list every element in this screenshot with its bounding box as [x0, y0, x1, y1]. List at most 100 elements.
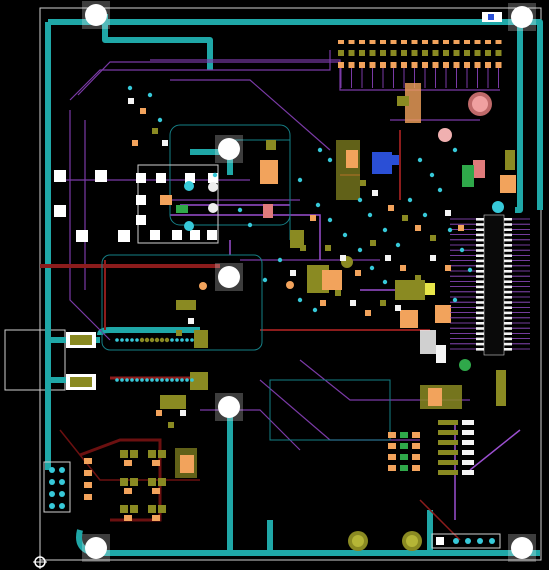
- mounting-hole-icon[interactable]: [508, 534, 536, 562]
- ic-pin: [504, 316, 512, 320]
- header-pad: [443, 62, 449, 68]
- mounting-hole-icon[interactable]: [508, 3, 536, 31]
- pink-component[interactable]: [263, 204, 273, 218]
- header-pad: [474, 40, 481, 44]
- resistor-pad: [130, 450, 138, 458]
- copper-zone-outlines: [101, 124, 391, 441]
- connector-pad[interactable]: [76, 230, 88, 242]
- header-pad: [432, 62, 439, 68]
- connector-pad[interactable]: [54, 170, 66, 182]
- via-icon: [327, 157, 333, 163]
- header-pad: [338, 40, 344, 44]
- header-pad: [411, 40, 418, 44]
- via-icon: [395, 242, 401, 248]
- ic-pin: [504, 342, 512, 346]
- top-right-connector[interactable]: [482, 12, 502, 22]
- ic-pin: [476, 306, 484, 309]
- connector-pad[interactable]: [54, 205, 66, 217]
- ic-pin: [504, 223, 512, 226]
- ic-pin: [504, 322, 512, 325]
- qfp-ic[interactable]: [450, 214, 530, 356]
- via-icon: [357, 247, 363, 253]
- via-icon: [459, 247, 465, 253]
- header-pad: [359, 62, 365, 68]
- via-icon: [237, 207, 243, 213]
- via-icon: [429, 172, 435, 178]
- header-pad: [485, 40, 491, 44]
- resistor-pad: [148, 505, 156, 513]
- pink-component[interactable]: [473, 160, 485, 178]
- resistor-pad: [148, 478, 156, 486]
- header-pad: [453, 62, 460, 68]
- via-icon: [452, 297, 458, 303]
- ic-pin: [504, 290, 512, 294]
- mounting-hole-icon[interactable]: [82, 1, 110, 29]
- ic-pin: [476, 270, 484, 273]
- via-icon: [369, 265, 375, 271]
- header-pad: [453, 50, 460, 56]
- olive-round-pad[interactable]: [406, 535, 418, 547]
- header-pad: [359, 40, 365, 44]
- resistor-pad: [158, 450, 166, 458]
- header-pad: [390, 50, 397, 56]
- left-double-header[interactable]: [43, 461, 71, 513]
- ic-pin: [476, 322, 484, 325]
- left-connector-pads[interactable]: [54, 170, 130, 390]
- header-pad: [359, 50, 365, 56]
- mounting-hole-icon[interactable]: [215, 135, 243, 163]
- olive-round-pad[interactable]: [352, 535, 364, 547]
- ic-pin: [504, 348, 512, 351]
- ic-pin: [476, 327, 484, 330]
- large-round-pads[interactable]: [341, 92, 492, 551]
- board-outline: [4, 7, 542, 561]
- pink-round-pad[interactable]: [438, 128, 452, 142]
- via-icon: [277, 257, 283, 263]
- header-pad: [485, 62, 491, 68]
- header-pad: [422, 40, 428, 44]
- bottom-connector[interactable]: [431, 533, 501, 549]
- via-icon: [184, 181, 194, 191]
- mounting-hole-icon[interactable]: [215, 263, 243, 291]
- via-icon: [208, 203, 218, 213]
- resistor-pad: [158, 478, 166, 486]
- pink-round-pad[interactable]: [472, 96, 488, 112]
- header-pad: [474, 50, 481, 56]
- ic-pin: [476, 254, 484, 257]
- ic-pin: [504, 301, 512, 304]
- header-pad: [443, 50, 449, 56]
- green-round-pad[interactable]: [459, 359, 471, 371]
- resistor-pad: [120, 505, 128, 513]
- header-pad: [390, 62, 397, 68]
- header-pad: [495, 50, 502, 56]
- blue-component[interactable]: [385, 155, 399, 165]
- connector-pad[interactable]: [95, 170, 107, 182]
- mounting-holes[interactable]: [82, 1, 536, 562]
- main-ic-area[interactable]: [160, 83, 516, 478]
- header-pad: [348, 40, 355, 44]
- ic-pin: [476, 233, 484, 237]
- ic-pin: [476, 337, 484, 341]
- header-pad: [432, 50, 439, 56]
- header-pad: [443, 40, 449, 44]
- resistor-pad: [124, 515, 132, 521]
- ic-pin: [476, 228, 484, 231]
- via-icon: [452, 147, 458, 153]
- connector-pad[interactable]: [118, 230, 130, 242]
- mounting-hole-icon[interactable]: [82, 534, 110, 562]
- via-icon: [262, 277, 268, 283]
- header-pad: [390, 40, 397, 44]
- ic-pin: [476, 290, 484, 294]
- header-pad: [411, 62, 418, 68]
- ic-pin: [504, 254, 512, 257]
- ic-pin: [476, 296, 484, 299]
- ic-pin: [504, 249, 512, 252]
- component-cluster-left[interactable]: [136, 164, 219, 244]
- ic-pin: [504, 259, 512, 263]
- ic-pin: [476, 316, 484, 320]
- yellow-component[interactable]: [425, 283, 435, 295]
- mounting-hole-icon[interactable]: [215, 393, 243, 421]
- header-pad: [380, 40, 386, 44]
- ic-pin: [504, 311, 512, 315]
- resistor-array-bottom-left[interactable]: [84, 420, 474, 521]
